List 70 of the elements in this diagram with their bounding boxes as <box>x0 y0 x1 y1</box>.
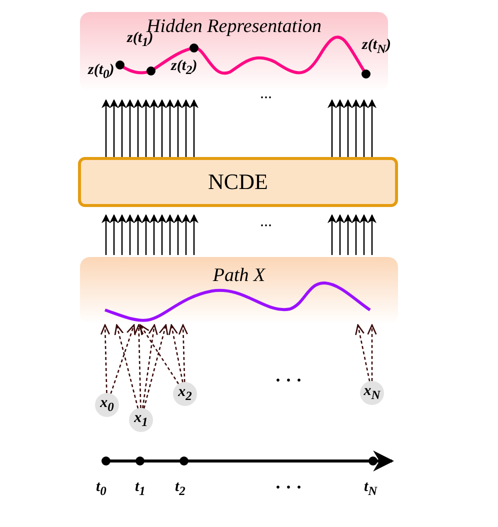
input-point-circle <box>173 382 197 406</box>
arrow <box>327 214 337 255</box>
ellipsis: · · · <box>275 370 302 391</box>
arrow <box>355 324 370 382</box>
arrow <box>157 99 167 157</box>
arrow <box>178 324 188 382</box>
arrow <box>173 214 183 255</box>
ellipsis: · · · <box>275 477 302 498</box>
arrow <box>165 214 175 255</box>
variable-label: x$_{N}$ <box>364 383 380 403</box>
arrow <box>114 324 139 409</box>
arrow <box>343 214 353 255</box>
input-point-circle <box>129 408 153 432</box>
arrow <box>141 214 151 255</box>
arrow <box>101 99 111 157</box>
arrow <box>133 214 143 255</box>
arrow <box>367 214 377 255</box>
arrow <box>335 99 345 157</box>
arrow <box>141 99 151 157</box>
arrow <box>343 99 353 157</box>
arrow <box>189 214 199 255</box>
gradient-panel <box>80 257 398 324</box>
arrow <box>143 324 168 409</box>
arrow <box>367 324 377 381</box>
panel-title: Path X <box>212 265 267 287</box>
variable-label: x$_{2}$ <box>178 384 192 404</box>
box-title: NCDE <box>208 169 268 195</box>
arrow <box>117 99 127 157</box>
arrow <box>165 99 175 157</box>
arrow <box>125 214 135 255</box>
arrow <box>142 324 158 408</box>
ellipsis: ... <box>260 85 272 103</box>
arrow <box>125 99 135 157</box>
state-label: z(t$_{N}$) <box>362 37 392 57</box>
input-point-circle <box>360 381 384 405</box>
arrow <box>351 99 361 157</box>
time-label: t$_{N}$ <box>364 479 378 499</box>
input-point-circle <box>95 393 119 417</box>
process-box <box>78 157 398 207</box>
time-label: t$_{0}$ <box>96 479 106 499</box>
arrow <box>168 324 184 382</box>
variable-label: x$_{0}$ <box>100 395 114 415</box>
arrow <box>101 214 111 255</box>
arrow <box>110 324 136 394</box>
arrow <box>109 214 119 255</box>
arrow <box>181 99 191 157</box>
arrow <box>149 99 159 157</box>
arrow <box>359 99 369 157</box>
ellipsis: ... <box>260 213 272 231</box>
arrow <box>117 214 127 255</box>
arrow <box>140 324 180 384</box>
arrow <box>149 214 159 255</box>
arrow <box>100 324 110 394</box>
arrow <box>367 99 377 157</box>
arrow <box>181 214 191 255</box>
state-label: z(t$_{2}$) <box>171 58 198 78</box>
variable-label: x$_{1}$ <box>134 410 148 430</box>
state-label: z(t$_{0}$) <box>88 62 114 82</box>
arrow <box>327 99 337 157</box>
time-label: t$_{2}$ <box>175 479 186 499</box>
time-label: t$_{1}$ <box>135 479 146 499</box>
arrow <box>351 214 361 255</box>
arrow <box>359 214 369 255</box>
arrow <box>133 99 143 157</box>
arrow <box>109 99 119 157</box>
arrow <box>335 214 345 255</box>
arrow <box>189 99 199 157</box>
arrow <box>157 214 167 255</box>
arrow <box>134 324 144 408</box>
arrow <box>173 99 183 157</box>
